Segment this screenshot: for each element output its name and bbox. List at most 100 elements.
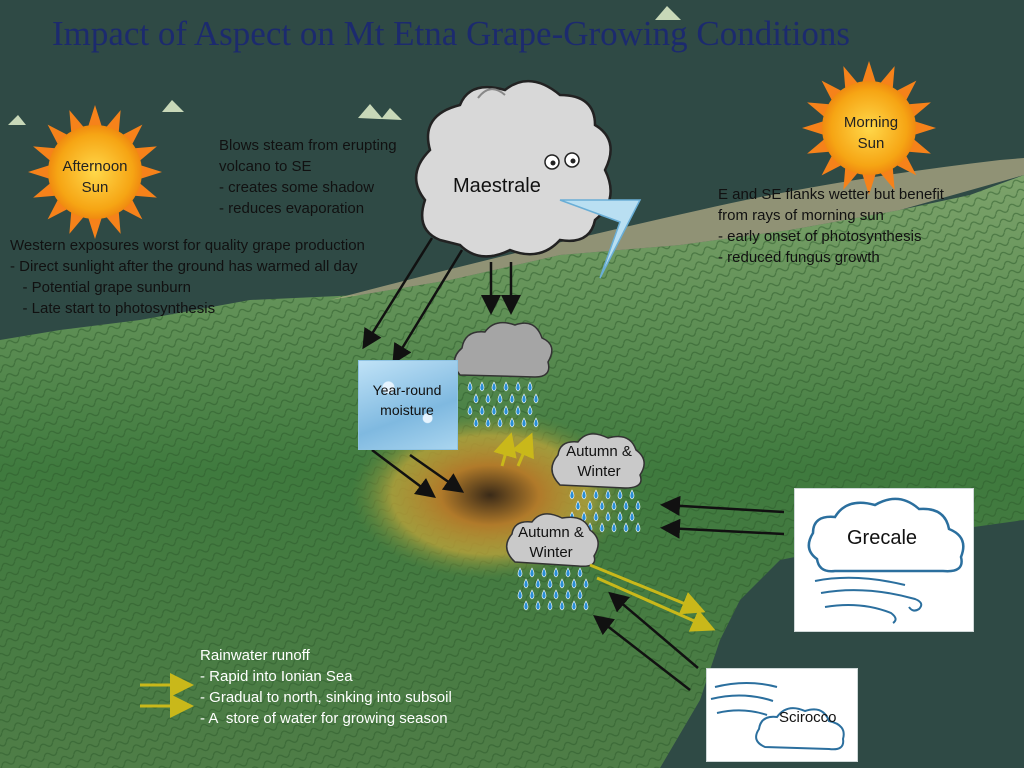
rain-drop bbox=[485, 393, 491, 404]
rain-drop bbox=[577, 567, 583, 578]
rain-drop bbox=[503, 405, 509, 416]
note-line: - Late start to photosynthesis bbox=[10, 300, 216, 317]
moisture-line: Year-round bbox=[372, 382, 442, 398]
rain-drop bbox=[533, 393, 539, 404]
rain-drop bbox=[571, 578, 577, 589]
rain-drop bbox=[617, 489, 623, 500]
rain-drop bbox=[575, 500, 581, 511]
rain-drop bbox=[479, 381, 485, 392]
note-line: E and SE flanks wetter but benefit bbox=[718, 186, 944, 203]
rain-drop bbox=[559, 578, 565, 589]
grecale-cloud-icon bbox=[807, 497, 965, 624]
rain-drop bbox=[479, 405, 485, 416]
rain-drop bbox=[547, 578, 553, 589]
rain-drop bbox=[565, 567, 571, 578]
rain-drop bbox=[467, 405, 473, 416]
rain-drop bbox=[605, 489, 611, 500]
moisture-arrow bbox=[409, 453, 465, 493]
sun-label-line: Sun bbox=[857, 135, 885, 152]
rain-drop bbox=[611, 522, 617, 533]
rain-drop bbox=[541, 589, 547, 600]
rain-drop bbox=[533, 417, 539, 428]
rain-drop bbox=[553, 589, 559, 600]
sun-ray bbox=[139, 164, 162, 180]
rain-drop bbox=[629, 511, 635, 522]
runoff-heading: Rainwater runoff bbox=[200, 647, 310, 664]
cloud-label-line: Autumn & bbox=[518, 524, 584, 541]
sun-label-line: Morning bbox=[843, 114, 899, 131]
rain-drop bbox=[605, 511, 611, 522]
maestrale-arrow bbox=[392, 249, 464, 365]
sun-disc bbox=[822, 81, 916, 175]
rain-drop bbox=[541, 567, 547, 578]
rain-drops bbox=[467, 381, 539, 428]
rain-drop bbox=[617, 511, 623, 522]
rain-drop bbox=[467, 381, 473, 392]
runoff-arrow bbox=[493, 432, 517, 467]
autumn-winter-cloud-upper bbox=[551, 433, 645, 489]
sun-ray bbox=[802, 120, 825, 136]
rain-drop bbox=[565, 589, 571, 600]
rain-drop bbox=[527, 405, 533, 416]
sun-ray bbox=[861, 61, 877, 84]
western-notes: Western exposures worst for quality grap… bbox=[10, 235, 365, 319]
grecale-box: Grecale bbox=[794, 488, 974, 632]
scirocco-arrow bbox=[608, 591, 699, 669]
rain-drop bbox=[515, 381, 521, 392]
rain-drop bbox=[473, 393, 479, 404]
rain-drop bbox=[587, 500, 593, 511]
note-line: - reduces evaporation bbox=[219, 200, 365, 217]
morning-sun-icon bbox=[802, 61, 936, 195]
note-line: volcano to SE bbox=[219, 158, 312, 175]
rain-drop bbox=[497, 417, 503, 428]
runoff-arrow bbox=[596, 576, 716, 632]
runoff-arrow bbox=[511, 432, 534, 467]
morning-sun-label: Morning Sun bbox=[826, 112, 916, 154]
runoff-item: - A store of water for growing season bbox=[200, 710, 448, 727]
rain-drops bbox=[517, 567, 589, 611]
rain-drop bbox=[497, 393, 503, 404]
note-line: Western exposures worst for quality grap… bbox=[10, 237, 365, 254]
rain-drop bbox=[635, 500, 641, 511]
rain-drop bbox=[527, 381, 533, 392]
rain-drop bbox=[509, 417, 515, 428]
eastern-notes: E and SE flanks wetter but benefit from … bbox=[718, 184, 944, 268]
cloud-label-line: Autumn & bbox=[566, 443, 632, 460]
scirocco-label: Scirocco bbox=[779, 709, 837, 726]
runoff-arrow bbox=[589, 563, 706, 615]
rain-drop bbox=[523, 578, 529, 589]
runoff-item: - Rapid into Ionian Sea bbox=[200, 668, 353, 685]
island bbox=[8, 115, 26, 125]
sun-ray bbox=[87, 105, 103, 128]
rain-drop bbox=[485, 417, 491, 428]
rain-drop bbox=[559, 600, 565, 611]
rain-drop bbox=[535, 578, 541, 589]
autumn-winter-label-lower: Autumn & Winter bbox=[508, 523, 594, 563]
rain-drop bbox=[593, 489, 599, 500]
autumn-winter-cloud-lower bbox=[506, 513, 599, 568]
rain-drop bbox=[521, 417, 527, 428]
page-title: Impact of Aspect on Mt Etna Grape-Growin… bbox=[52, 14, 851, 53]
scirocco-box: Scirocco bbox=[706, 668, 858, 762]
rain-drop bbox=[509, 393, 515, 404]
moisture-line: moisture bbox=[380, 402, 434, 418]
rain-drop bbox=[535, 600, 541, 611]
rain-drop bbox=[517, 589, 523, 600]
scirocco-arrow bbox=[593, 614, 691, 691]
moisture-label: Year-round moisture bbox=[358, 380, 456, 420]
note-line: - early onset of photosynthesis bbox=[718, 228, 922, 245]
rain-drop bbox=[523, 600, 529, 611]
island bbox=[358, 104, 402, 120]
rain-drop bbox=[623, 500, 629, 511]
note-line: from rays of morning sun bbox=[718, 207, 884, 224]
island bbox=[162, 100, 184, 112]
note-line: - creates some shadow bbox=[219, 179, 375, 196]
rain-drop bbox=[581, 489, 587, 500]
rain-drop bbox=[503, 381, 509, 392]
wind-blast-icon bbox=[559, 199, 642, 279]
runoff-item: - Gradual to north, sinking into subsoil bbox=[200, 689, 452, 706]
rain-drop bbox=[515, 405, 521, 416]
rain-drop bbox=[599, 500, 605, 511]
rain-drop bbox=[521, 393, 527, 404]
